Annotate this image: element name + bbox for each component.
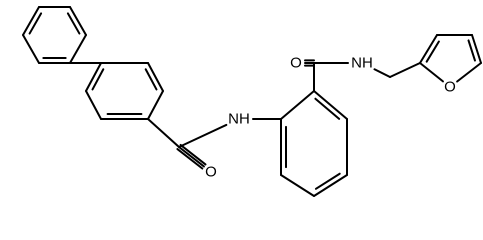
phenylene-bond [147, 90, 164, 120]
molecule-structure: O NH O NH O [22, 6, 482, 197]
furan-bond-double [467, 39, 476, 62]
furan-bond [419, 34, 438, 64]
phenyl-bond [69, 6, 87, 36]
carbonyl-bond-left-double-a [176, 148, 204, 170]
furan-bond [419, 62, 444, 83]
benzene-bond-double [314, 172, 341, 190]
phenyl-bond-double [28, 12, 43, 35]
phenylene-bond-double [144, 68, 158, 91]
methylene-furan-bond [389, 62, 421, 78]
carbonyl-bond-left-double-b [179, 143, 207, 166]
phenyl-bond-double [66, 12, 81, 35]
furan-oxygen-label: O [444, 79, 456, 96]
phenylene-bond [85, 90, 102, 120]
amide-oxygen-left-label: O [205, 164, 217, 181]
atom-labels-layer: O NH O NH O [205, 55, 456, 181]
amide-nh-right-label: NH [351, 55, 373, 72]
amide-oxygen-right-label: O [290, 55, 302, 72]
benzene-bond [280, 174, 315, 197]
benzene-bond [280, 90, 315, 120]
aryl-carbonyl-bond [147, 118, 180, 148]
furan-bond [471, 34, 482, 64]
furan-bond [456, 62, 482, 83]
benzene-bond-double [314, 97, 341, 120]
benzene-bond [313, 174, 348, 197]
carbonyl-bond-left [178, 146, 205, 168]
benzene-bond [313, 90, 348, 120]
n-methylene-bond [373, 68, 391, 78]
bonds-layer [22, 6, 482, 197]
amide-cn-bond-left [178, 123, 228, 148]
phenylene-bond-double [91, 68, 105, 91]
phenylene-bond [147, 62, 164, 92]
amide-nh-left-label: NH [228, 111, 250, 128]
phenyl-bond [22, 6, 40, 36]
phenylene-bond [85, 62, 102, 92]
phenyl-bond [22, 34, 40, 64]
furan-bond-double [425, 40, 440, 63]
phenyl-bond [69, 34, 87, 64]
